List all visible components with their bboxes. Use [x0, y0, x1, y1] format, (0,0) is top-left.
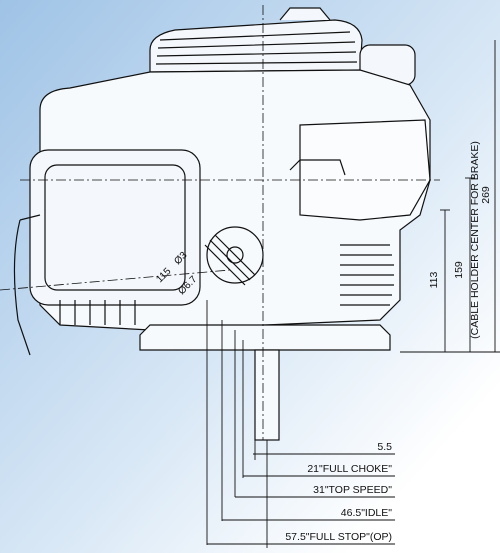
air-cleaner-cover — [149, 19, 363, 73]
dim-label: 31"TOP SPEED" — [313, 484, 392, 496]
cylinder-fins — [340, 244, 394, 306]
pulley — [206, 226, 264, 284]
crankshaft — [254, 349, 280, 441]
handle-bracket — [13, 214, 41, 356]
base-fins — [59, 300, 136, 325]
bottom-dimension-lines — [206, 300, 395, 548]
cover-ribs — [155, 31, 358, 65]
muffler-inner — [44, 164, 186, 291]
dim-label: 57.5"FULL STOP"(OP) — [285, 531, 392, 543]
dim-label: 5.5 — [377, 441, 392, 453]
dim-label-113: 113 — [428, 271, 440, 288]
engine-outline — [13, 7, 431, 441]
mounting-base — [139, 324, 391, 351]
muffler — [29, 149, 201, 306]
right-dimension-labels: 113 159 269 (CABLE HOLDER CENTER FOR BRA… — [428, 141, 492, 339]
cover-knob — [279, 7, 331, 21]
dim-label: 21"FULL CHOKE" — [307, 463, 392, 475]
pulley-hub — [226, 246, 244, 264]
dim-label: 46.5"IDLE" — [341, 507, 393, 519]
center-lines — [0, 5, 440, 440]
carburetor-linkage — [289, 159, 346, 176]
dim-label-269: 269 — [480, 186, 492, 204]
dim-label-159: 159 — [453, 261, 465, 279]
fuel-tank — [299, 119, 431, 221]
bottom-dimension-labels: 5.5 21"FULL CHOKE" 31"TOP SPEED" 46.5"ID… — [285, 441, 392, 543]
cable-holder-label: (CABLE HOLDER CENTER FOR BRAKE) — [469, 141, 481, 339]
right-dimension-lines — [400, 40, 500, 353]
linkage-springs — [204, 234, 256, 286]
